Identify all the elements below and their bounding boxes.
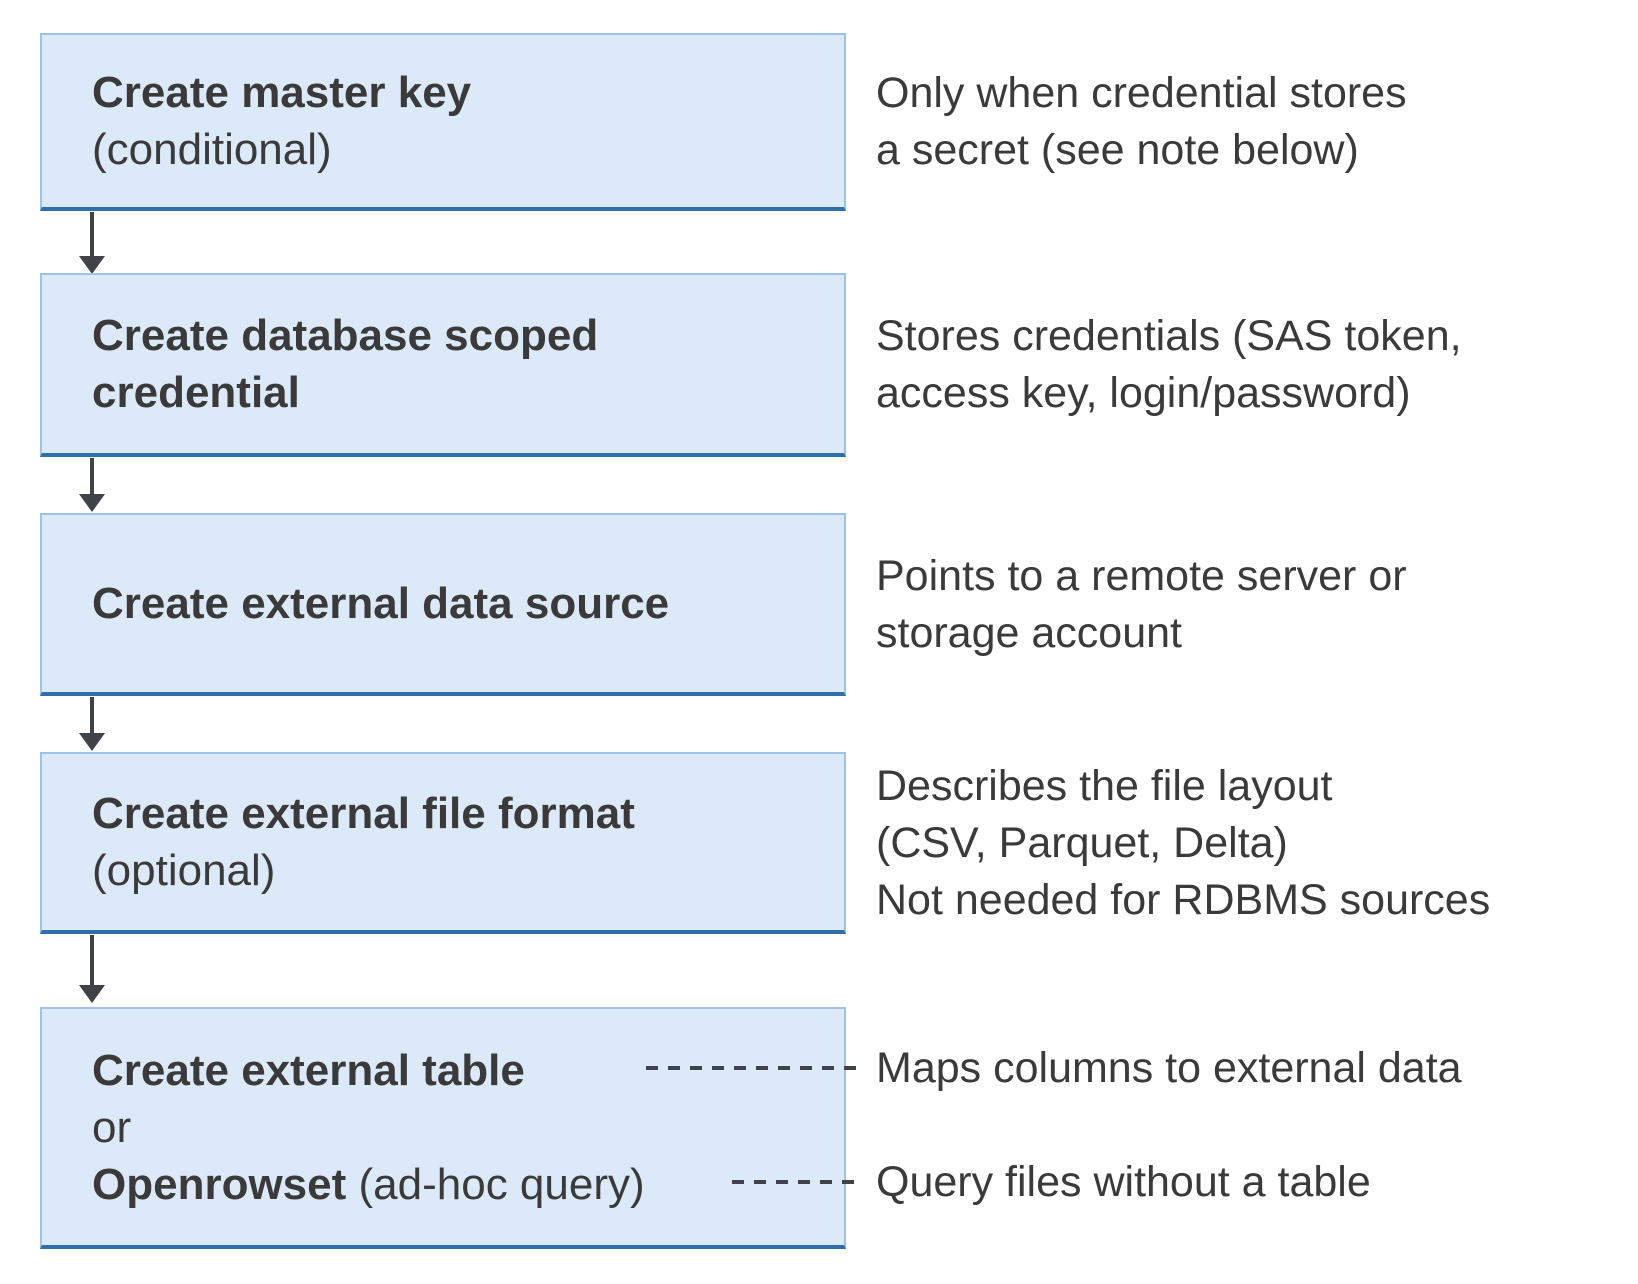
step-title-external-table: Create external table (92, 1045, 525, 1095)
step-openrowset-qualifier: (ad-hoc query) (346, 1159, 645, 1209)
arrow-head (79, 494, 105, 512)
note-line: a secret (see note below) (876, 126, 1359, 174)
arrow-shaft (90, 458, 94, 495)
dashed-connector-openrowset (732, 1180, 864, 1184)
note-line: Stores credentials (SAS token, (876, 312, 1462, 360)
note-external-data-source: Points to a remote server or storage acc… (876, 513, 1407, 696)
arrow-head (79, 985, 105, 1003)
step-title-openrowset: Openrowset (92, 1159, 347, 1209)
dashed-connector-external-table (646, 1066, 864, 1070)
arrow-shaft (90, 697, 94, 734)
step-qualifier: (conditional) (92, 125, 332, 174)
step-title: Create external file format (92, 789, 635, 838)
step-title: Create external data source (92, 579, 670, 628)
note-line: access key, login/password) (876, 369, 1411, 417)
step-title-openrowset-line: Openrowset (ad-hoc query) (92, 1156, 844, 1213)
step-title-line: Create external file format (92, 785, 844, 842)
down-arrow-icon (79, 697, 105, 751)
note-line: Points to a remote server or (876, 551, 1407, 600)
step-qualifier: (optional) (92, 846, 276, 895)
note-external-table: Maps columns to external data (876, 1040, 1462, 1097)
arrow-shaft (90, 212, 94, 257)
step-box-create-database-scoped-credential: Create database scoped credential (40, 273, 846, 457)
step-box-create-external-table-or-openrowset: Create external table or Openrowset (ad-… (40, 1007, 846, 1249)
note-line: Only when credential stores (876, 69, 1407, 117)
note-openrowset: Query files without a table (876, 1154, 1371, 1211)
note-external-file-format: Describes the file layout (CSV, Parquet,… (876, 752, 1490, 934)
step-or-label: or (92, 1102, 132, 1152)
note-line: Query files without a table (876, 1158, 1371, 1206)
step-box-create-master-key: Create master key (conditional) (40, 33, 846, 211)
arrow-shaft (90, 935, 94, 986)
note-line: Describes the file layout (876, 761, 1333, 810)
down-arrow-icon (79, 458, 105, 512)
note-line: Not needed for RDBMS sources (876, 875, 1491, 924)
step-title-line: Create master key (92, 64, 844, 121)
step-title-line: credential (92, 368, 300, 417)
step-box-create-external-file-format: Create external file format (optional) (40, 752, 846, 934)
arrow-head (79, 733, 105, 751)
note-line: storage account (876, 608, 1182, 657)
note-master-key: Only when credential stores a secret (se… (876, 33, 1407, 211)
down-arrow-icon (79, 935, 105, 1003)
note-line: Maps columns to external data (876, 1044, 1462, 1092)
note-scoped-credential: Stores credentials (SAS token, access ke… (876, 273, 1462, 457)
step-title: Create master key (92, 68, 472, 117)
step-title-line: Create database scoped (92, 311, 599, 360)
arrow-head (79, 256, 105, 274)
step-box-create-external-data-source: Create external data source (40, 513, 846, 696)
down-arrow-icon (79, 212, 105, 274)
note-line: (CSV, Parquet, Delta) (876, 818, 1288, 867)
